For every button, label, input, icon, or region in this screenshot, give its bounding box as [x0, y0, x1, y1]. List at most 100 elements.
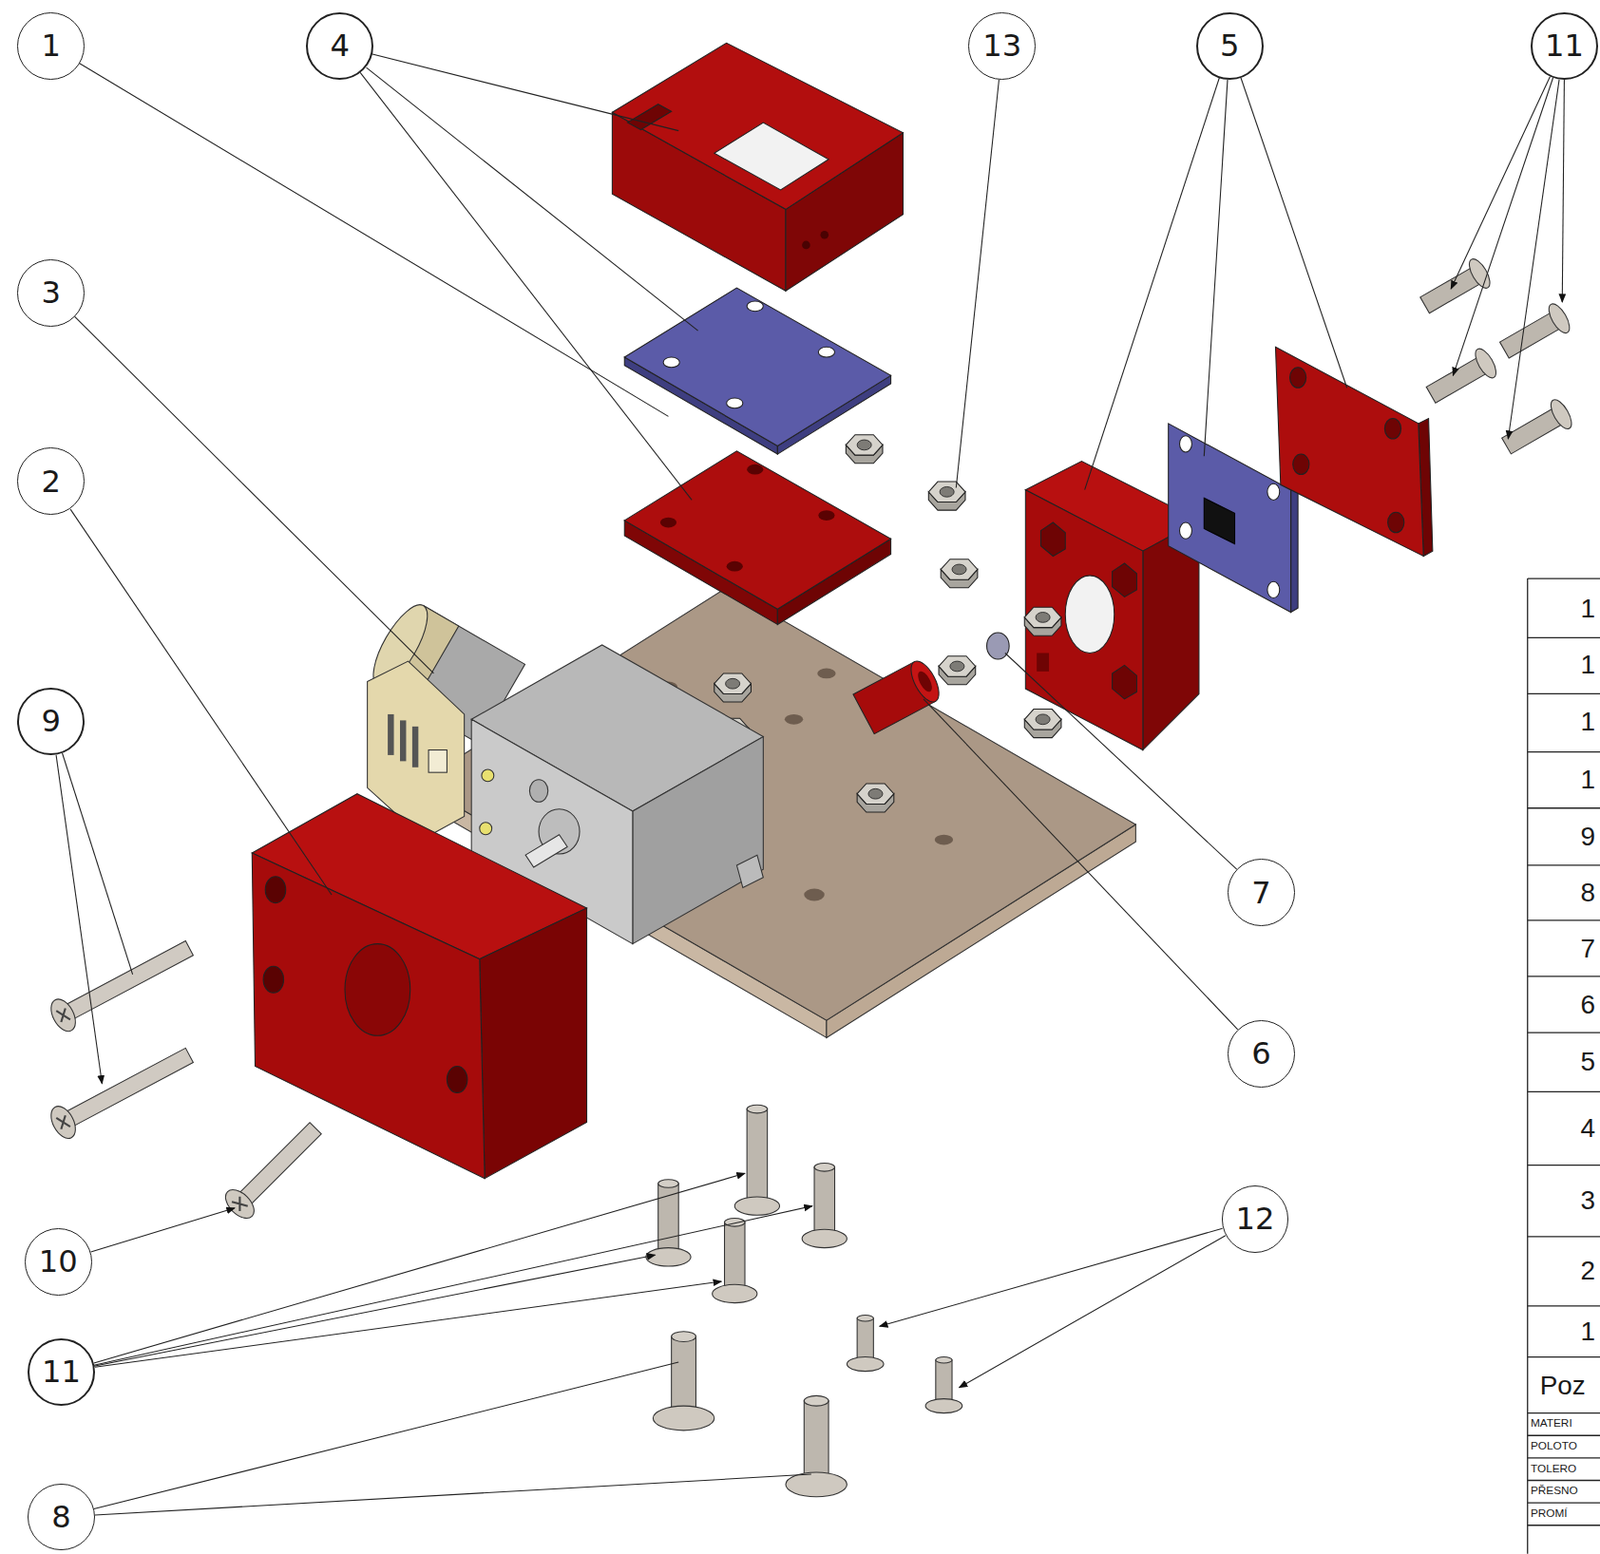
- leader-lines: [366, 67, 699, 331]
- hex-nut: [938, 656, 976, 686]
- long-screws: [46, 995, 81, 1036]
- callout-circle: 4: [305, 12, 374, 80]
- leader-lines: [1561, 79, 1564, 303]
- leader-lines: [56, 755, 102, 1085]
- base-plate: [934, 835, 953, 846]
- bolts-bottom: [935, 1357, 953, 1364]
- bolts-bottom: [814, 1163, 835, 1173]
- leader-lines: [1005, 653, 1238, 871]
- table-cell: PROMÍ: [1530, 1508, 1568, 1521]
- callout-circle: 9: [17, 687, 85, 756]
- blue-plate: [624, 287, 891, 446]
- screws-top: [1465, 255, 1494, 291]
- parts-table: [1527, 1480, 1600, 1482]
- screws-top: [1416, 255, 1576, 460]
- bolts-bottom: [646, 1180, 691, 1267]
- back-plate: [1275, 346, 1424, 556]
- leader-lines: [1085, 77, 1220, 491]
- parts-table: [1527, 1091, 1600, 1093]
- hex-nut: [714, 673, 752, 703]
- long-screws: [55, 1113, 72, 1131]
- long-screws: [46, 1040, 198, 1143]
- parts-table: [1527, 577, 1600, 579]
- sensor-board: [1180, 436, 1193, 453]
- table-cell: TOLERO: [1530, 1464, 1577, 1476]
- motor: [525, 835, 568, 868]
- bolts-bottom: [801, 1229, 847, 1248]
- callout-circle: 10: [24, 1228, 93, 1296]
- table-position: 6: [1580, 991, 1597, 1019]
- screws-top: [1546, 397, 1576, 433]
- motor-block: [479, 908, 588, 1180]
- bolts-bottom: [846, 1315, 884, 1372]
- table-position: 9: [1580, 823, 1597, 851]
- bolts-bottom: [652, 1332, 714, 1431]
- red-plate: [818, 510, 835, 521]
- bolts-bottom: [712, 1284, 758, 1303]
- red-plate: [746, 464, 763, 476]
- sleeve: [853, 657, 945, 735]
- red-plate: [660, 517, 677, 529]
- callout-number: 7: [1251, 877, 1272, 909]
- callout-circle: 5: [1196, 12, 1264, 80]
- table-position: 2: [1580, 1257, 1597, 1285]
- callout-number: 9: [40, 705, 61, 737]
- bolts-bottom: [724, 1222, 745, 1295]
- leader-lines: [95, 1281, 722, 1368]
- base-plate: [784, 714, 803, 725]
- blue-plate: [663, 357, 680, 368]
- screws-top: [1544, 301, 1574, 337]
- leader-lines: [94, 1173, 745, 1364]
- callout-circle: 8: [27, 1484, 96, 1552]
- bolts-bottom: [646, 1248, 691, 1267]
- motor: [529, 780, 548, 803]
- table-position: 1: [1580, 708, 1597, 736]
- callout-number: 4: [329, 30, 350, 61]
- motor: [387, 714, 394, 756]
- parts-table: [1527, 1502, 1600, 1504]
- table-position: 4: [1580, 1115, 1597, 1143]
- sleeve: [905, 657, 945, 707]
- parts-table: [1527, 578, 1600, 1554]
- table-position: 1: [1580, 651, 1597, 679]
- table-position: 5: [1580, 1048, 1597, 1076]
- parts-table: [1527, 751, 1600, 753]
- bolts-bottom: [785, 1472, 847, 1498]
- parts-table: [1527, 807, 1600, 809]
- sensor-mount: [1112, 665, 1138, 699]
- long-screws: [59, 1047, 194, 1130]
- long-screws: [46, 933, 329, 1224]
- back-plate: [1388, 512, 1405, 533]
- callout-circle: 7: [1227, 858, 1296, 927]
- leader-lines: [1507, 79, 1560, 439]
- table-cell: PŘESNO: [1530, 1485, 1579, 1498]
- top-cover: [611, 42, 903, 210]
- sensor-board: [1267, 483, 1280, 500]
- bolts-bottom: [658, 1180, 679, 1189]
- top-cover: [714, 122, 829, 191]
- bolts-bottom: [658, 1183, 679, 1258]
- long-screws: [46, 933, 198, 1036]
- callout-circle: 11: [27, 1338, 96, 1407]
- sensor-board: [1203, 497, 1235, 544]
- parts-table: [1527, 864, 1600, 866]
- leader-lines: [372, 54, 679, 132]
- bolts-bottom: [652, 1406, 714, 1431]
- magnet: [987, 632, 1010, 660]
- parts-table: [1527, 975, 1600, 977]
- motor: [481, 769, 495, 782]
- sleeve: [853, 662, 936, 735]
- callout-circle: 13: [968, 12, 1036, 80]
- long-screws: [220, 1116, 328, 1224]
- callout-circle: 11: [1530, 12, 1599, 80]
- sensor-board: [1267, 581, 1280, 598]
- blue-plate: [624, 287, 891, 455]
- red-plate: [726, 561, 743, 572]
- callout-number: 10: [38, 1246, 78, 1277]
- leader-lines: [879, 1228, 1223, 1327]
- callout-number: 5: [1219, 30, 1240, 61]
- back-plate: [1384, 418, 1401, 439]
- table-position: 7: [1580, 935, 1597, 963]
- callout-circle: 1: [17, 12, 85, 80]
